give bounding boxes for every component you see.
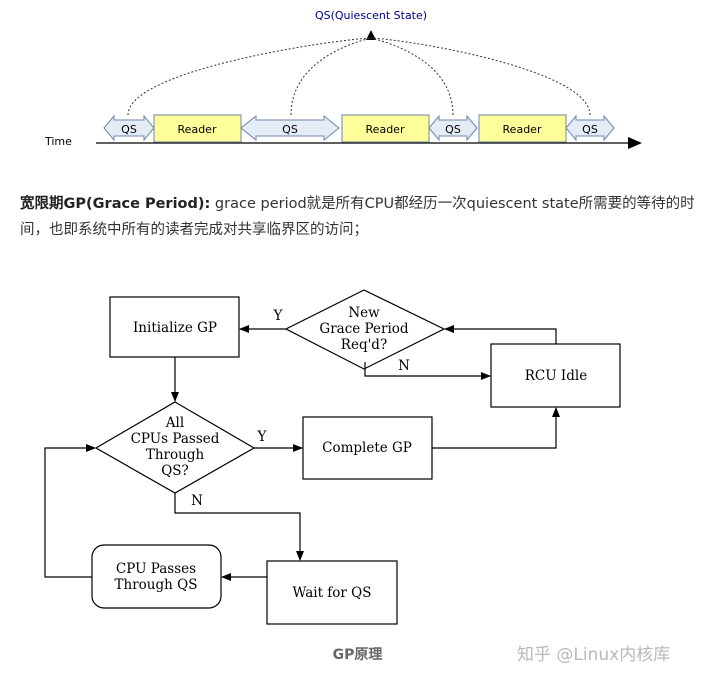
new-gp-decision bbox=[284, 289, 446, 370]
wait-for-qs-label: Wait for QS bbox=[293, 585, 372, 601]
qs-arc-4 bbox=[370, 37, 591, 116]
qs-arc-1 bbox=[127, 37, 372, 116]
yes-label-mid: Y bbox=[257, 429, 268, 445]
rcu-idle-label: RCU Idle bbox=[525, 368, 587, 384]
reader-label-3: Reader bbox=[503, 123, 542, 136]
qs-segment-4 bbox=[565, 114, 615, 142]
edge-new-gp-no bbox=[364, 362, 491, 380]
qs-label-1: QS bbox=[121, 123, 137, 136]
gp-definition-paragraph: 宽限期GP(Grace Period): grace period就是所有CPU… bbox=[20, 191, 700, 243]
wait-for-qs-box bbox=[266, 560, 398, 625]
no-label-mid: N bbox=[191, 493, 203, 509]
yes-label-top: Y bbox=[273, 308, 284, 324]
edge-all-cpus-no bbox=[174, 493, 304, 561]
new-gp-label-line1: New bbox=[348, 305, 380, 321]
reader-box-1 bbox=[153, 114, 242, 143]
no-label-top: N bbox=[398, 358, 410, 374]
cpu-passes-label-line2: Through QS bbox=[115, 577, 198, 593]
qs-dotted-arcs bbox=[127, 37, 591, 116]
gp-definition-text: grace period就是所有CPU都经历一次quiescent state所… bbox=[20, 196, 695, 238]
reader-label-2: Reader bbox=[366, 123, 405, 136]
gp-flowchart-labels: Initialize GP New Grace Period Req'd? RC… bbox=[115, 305, 588, 601]
initialize-gp-box bbox=[109, 296, 240, 358]
all-cpus-label-line3: Through bbox=[146, 447, 205, 463]
figure-caption: GP原理 bbox=[332, 647, 383, 663]
complete-gp-box bbox=[302, 416, 433, 480]
gp-term: 宽限期GP(Grace Period): bbox=[20, 196, 211, 212]
edge-rcu-idle-to-new-gp bbox=[444, 325, 557, 344]
reader-label-1: Reader bbox=[178, 123, 217, 136]
new-gp-label-line2: Grace Period bbox=[319, 321, 408, 337]
all-cpus-label-line4: QS? bbox=[161, 463, 189, 479]
qs-title: QS(Quiescent State) bbox=[315, 9, 427, 22]
qs-arc-2 bbox=[290, 37, 372, 116]
qs-label-3: QS bbox=[445, 123, 461, 136]
gp-flowchart bbox=[44, 289, 621, 625]
reader-box-2 bbox=[341, 114, 430, 143]
cpu-passes-label-line1: CPU Passes bbox=[116, 561, 196, 577]
complete-gp-label: Complete GP bbox=[322, 440, 412, 456]
time-label: Time bbox=[44, 135, 72, 148]
qs-arc-3 bbox=[370, 37, 454, 116]
reader-box-3 bbox=[478, 114, 567, 143]
qs-segment-2 bbox=[240, 114, 340, 142]
qs-segment-3 bbox=[428, 114, 478, 142]
new-gp-label-line3: Req'd? bbox=[341, 337, 387, 353]
watermark: 知乎 @Linux内核库 bbox=[517, 645, 671, 665]
edge-complete-to-rcu-idle bbox=[432, 407, 560, 449]
all-cpus-label-line1: All bbox=[165, 415, 184, 431]
all-cpus-label-line2: CPUs Passed bbox=[131, 431, 220, 447]
initialize-gp-label: Initialize GP bbox=[133, 320, 217, 336]
qs-apex-arrowhead bbox=[366, 30, 376, 40]
edge-cpu-passes-loop bbox=[44, 444, 96, 578]
qs-label-4: QS bbox=[582, 123, 598, 136]
qs-timeline-diagram: QS(Quiescent State) Time QS Reader QS Re… bbox=[44, 9, 642, 149]
qs-label-2: QS bbox=[282, 123, 298, 136]
time-axis-arrowhead bbox=[628, 137, 642, 149]
